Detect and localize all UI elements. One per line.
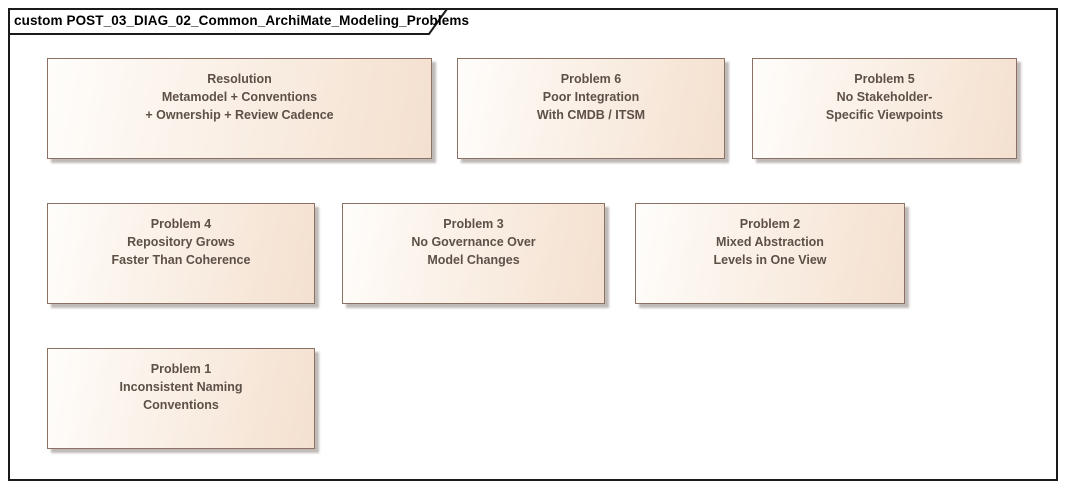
element-resolution[interactable]: Resolution Metamodel + Conventions + Own… [47,58,432,159]
node-title: Problem 4 [150,217,212,231]
node-text: Faster Than Coherence [111,253,251,267]
node-title: Problem 2 [739,217,801,231]
node-title: Problem 3 [443,217,504,231]
node-text: Poor Integration [542,90,640,104]
node-text: Metamodel + Conventions [161,90,318,104]
element-problem-6[interactable]: Problem 6 Poor Integration With CMDB / I… [457,58,725,159]
node-title: Problem 5 [854,72,915,86]
node-text: No Governance Over [411,235,536,249]
element-problem-4[interactable]: Problem 4 Repository Grows Faster Than C… [47,203,315,304]
node-text: Model Changes [427,253,520,267]
node-text: Conventions [143,398,219,412]
node-text: With CMDB / ITSM [536,108,646,122]
element-problem-5[interactable]: Problem 5 No Stakeholder- Specific Viewp… [752,58,1017,159]
node-text: Mixed Abstraction [716,235,824,249]
node-text: Inconsistent Naming [119,380,243,394]
node-text: No Stakeholder- [836,90,933,104]
node-text: Levels in One View [713,253,827,267]
frame-tab-shape [8,8,449,35]
frame-title-label: custom POST_03_DIAG_02_Common_ArchiMate_… [14,13,470,28]
element-problem-1[interactable]: Problem 1 Inconsistent Naming Convention… [47,348,315,449]
element-problem-2[interactable]: Problem 2 Mixed Abstraction Levels in On… [635,203,905,304]
node-title: Problem 1 [150,362,212,376]
node-title: Resolution [207,72,272,86]
node-text: + Ownership + Review Cadence [145,108,334,122]
element-problem-3[interactable]: Problem 3 No Governance Over Model Chang… [342,203,605,304]
node-text: Specific Viewpoints [825,108,944,122]
node-text: Repository Grows [127,235,235,249]
node-title: Problem 6 [560,72,622,86]
frame-title-tab[interactable] [8,8,450,36]
